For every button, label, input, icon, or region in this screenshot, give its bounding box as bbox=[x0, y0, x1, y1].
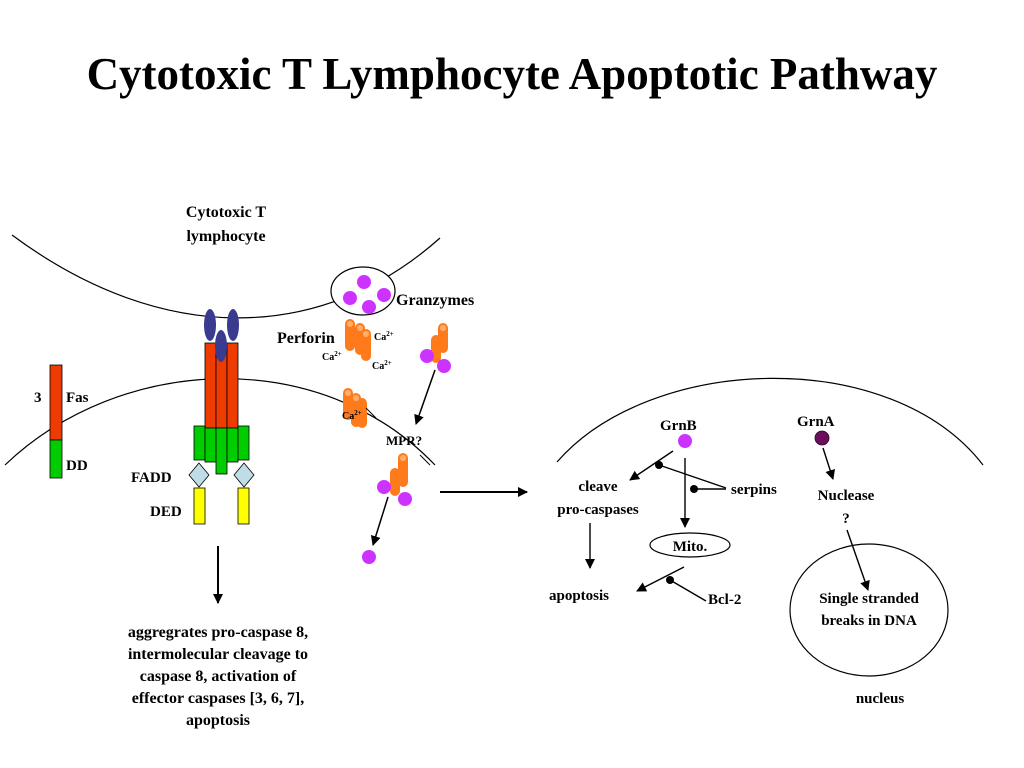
granzyme-dot bbox=[377, 480, 391, 494]
mito-label: Mito. bbox=[673, 539, 708, 555]
grnb-arrow bbox=[629, 450, 674, 481]
caspase-text-line: apoptosis bbox=[186, 712, 250, 729]
fas-ligand bbox=[204, 309, 239, 362]
granzyme-dot bbox=[398, 492, 412, 506]
perforin-cluster bbox=[343, 388, 367, 428]
granzyme-a-dot bbox=[814, 430, 830, 446]
fadd-diamond bbox=[188, 462, 210, 488]
ded-label: DED bbox=[150, 504, 182, 520]
caspase-text-block: aggregrates pro-caspase 8, intermolecula… bbox=[128, 624, 308, 729]
inhibition-dot bbox=[690, 485, 698, 493]
page-title: Cytotoxic T Lymphocyte Apoptotic Pathway bbox=[86, 49, 938, 99]
release-arrow bbox=[370, 496, 389, 546]
caspase-text-line: aggregrates pro-caspase 8, bbox=[128, 624, 308, 641]
inhibition-dot bbox=[655, 461, 663, 469]
calcium-label: Ca2+ bbox=[322, 350, 342, 363]
nucleus-label: nucleus bbox=[856, 691, 905, 707]
fas-legend-receptor bbox=[49, 364, 63, 441]
calcium-label: Ca2+ bbox=[372, 359, 392, 372]
nuclease-question: ? bbox=[842, 511, 850, 527]
fadd-diamond bbox=[233, 462, 255, 488]
granzyme-b-dot bbox=[678, 434, 692, 448]
pro-caspases-label: pro-caspases bbox=[557, 502, 639, 518]
dna-breaks-line1: Single stranded bbox=[819, 591, 919, 607]
granzyme-dot bbox=[420, 349, 434, 363]
bcl2-label: Bcl-2 bbox=[708, 592, 741, 608]
grnb-inhibition-line bbox=[658, 464, 727, 489]
cleave-label: cleave bbox=[578, 479, 617, 495]
inhibition-dot bbox=[666, 576, 674, 584]
granzyme-granule bbox=[330, 266, 396, 316]
grna-arrow bbox=[822, 447, 835, 480]
granzyme-dot bbox=[362, 300, 376, 314]
fas-receptor-trimer bbox=[188, 342, 255, 525]
serpins-label: serpins bbox=[731, 482, 777, 498]
perforin-label: Perforin bbox=[277, 330, 335, 347]
calcium-label: Ca2+ bbox=[342, 409, 362, 422]
grna-label: GrnA bbox=[797, 414, 835, 430]
granzyme-dot bbox=[357, 275, 371, 289]
perforin-granzyme-complex bbox=[377, 453, 412, 506]
fas-legend-dd bbox=[49, 439, 63, 479]
nuclease-arrow bbox=[846, 529, 870, 591]
fas-count-label: 3 bbox=[34, 390, 42, 406]
mpr-tick bbox=[365, 407, 377, 419]
perforin-granzyme-complex bbox=[420, 323, 451, 373]
granzyme-dot bbox=[362, 550, 376, 564]
right-cell-membrane bbox=[556, 377, 984, 466]
grnb-label: GrnB bbox=[660, 418, 697, 434]
dd-label: DD bbox=[66, 458, 88, 474]
entry-arrow bbox=[414, 369, 436, 425]
mpr-tick bbox=[419, 454, 431, 466]
fas-label: Fas bbox=[66, 390, 89, 406]
fadd-label: FADD bbox=[131, 470, 172, 486]
mito-oval bbox=[649, 532, 731, 558]
caspase-text-line: caspase 8, activation of bbox=[140, 668, 297, 685]
bcl2-line bbox=[669, 579, 707, 602]
mpr-label: MPR? bbox=[386, 433, 422, 448]
caspase-text-line: effector caspases [3, 6, 7], bbox=[132, 690, 305, 707]
caspase-text-line: intermolecular cleavage to bbox=[128, 646, 308, 663]
mito-apoptosis-arrow bbox=[636, 566, 685, 592]
calcium-label: Ca2+ bbox=[374, 330, 394, 343]
ctl-label-line1: Cytotoxic T bbox=[186, 204, 266, 221]
granzyme-dot bbox=[343, 291, 357, 305]
granzyme-dot bbox=[377, 288, 391, 302]
perforin-cluster bbox=[345, 319, 371, 361]
nucleus-circle bbox=[789, 543, 949, 677]
granzymes-label: Granzymes bbox=[396, 292, 474, 309]
granzyme-dot bbox=[437, 359, 451, 373]
nuclease-label: Nuclease bbox=[818, 488, 875, 504]
dna-breaks-line2: breaks in DNA bbox=[821, 613, 917, 629]
apoptosis-label: apoptosis bbox=[549, 588, 609, 604]
ctl-label-line2: lymphocyte bbox=[186, 228, 265, 245]
